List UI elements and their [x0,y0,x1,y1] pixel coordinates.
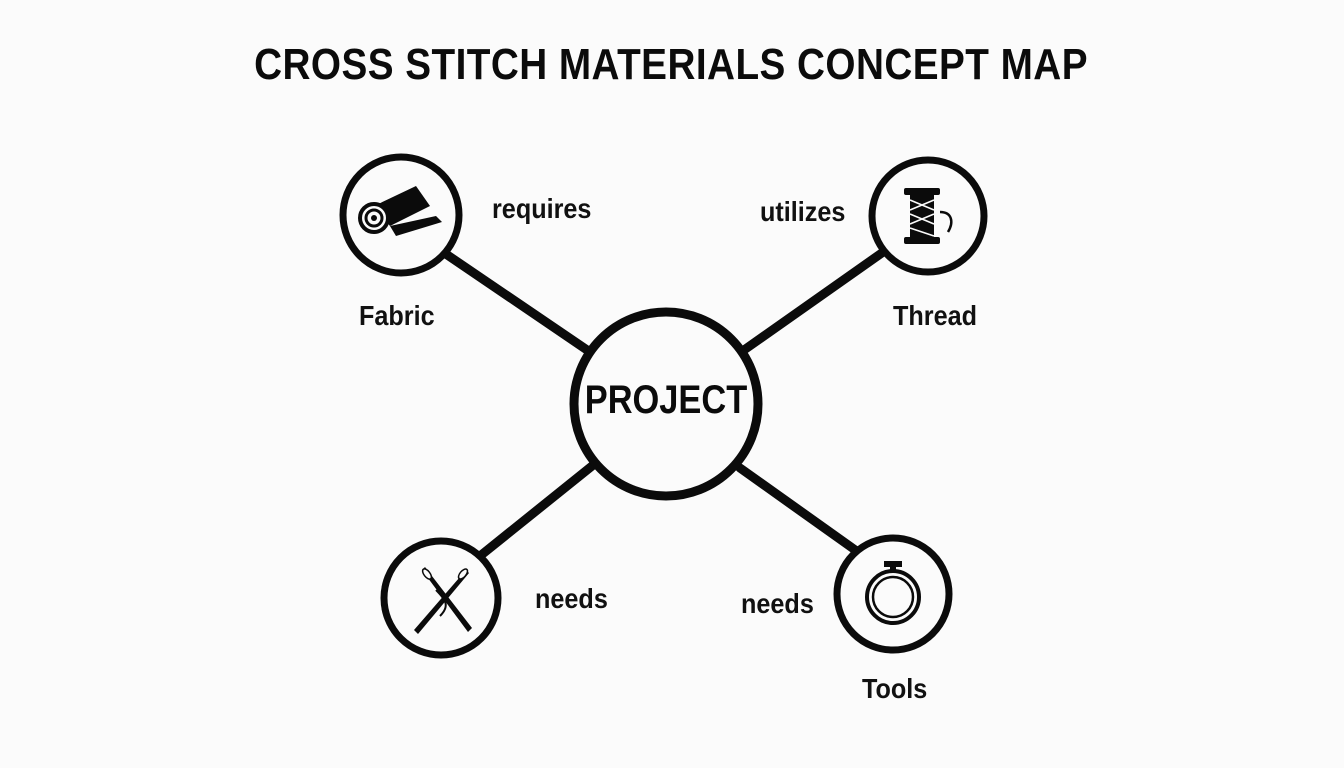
fabric-node [339,153,463,277]
tools-node [833,534,953,654]
connector-fabric [435,245,595,357]
thread-node [868,156,988,276]
thread-spool-icon [904,188,953,244]
relation-label-thread: utilizes [760,196,846,227]
connector-needles [475,461,597,561]
relation-label-needles: needs [535,583,608,614]
node-label-tools: Tools [862,673,928,704]
center-node [569,307,763,501]
center-node-label: PROJECT [584,378,748,422]
relation-label-fabric: requires [492,193,592,224]
node-label-fabric: Fabric [359,300,435,331]
node-label-thread: Thread [893,300,978,331]
needles-node [380,537,502,659]
fabric-roll-icon [358,186,442,236]
connector-thread [739,245,891,355]
connector-tools [735,463,863,557]
embroidery-hoop-icon [865,561,921,625]
relation-label-tools: needs [741,588,814,619]
needles-icon [414,567,472,634]
diagram-title: CROSS STITCH MATERIALS CONCEPT MAP [254,40,1088,89]
